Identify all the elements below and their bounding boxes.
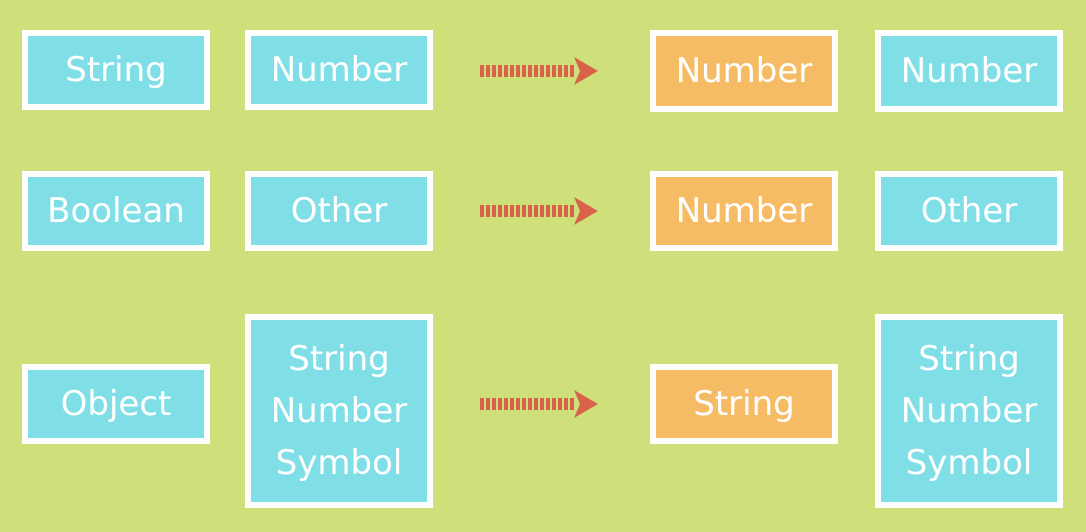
arrow-dash xyxy=(546,398,550,410)
arrow-dash xyxy=(510,398,514,410)
arrow-dash xyxy=(564,205,568,217)
arrow-dash xyxy=(486,398,490,410)
arrow-dash xyxy=(552,398,556,410)
arrow-dash xyxy=(552,205,556,217)
arrow-dash xyxy=(522,65,526,77)
arrow-dash xyxy=(516,398,520,410)
row2-right-b-label: Other xyxy=(920,191,1018,231)
row1-right-b-label: Number xyxy=(900,51,1038,91)
row1-arrow-icon xyxy=(480,57,598,85)
row3-right-b-line-2: Number xyxy=(900,391,1038,431)
row3-right-b-line-3: Symbol xyxy=(905,443,1033,483)
row2-arrow-icon xyxy=(480,197,598,225)
arrow-dash xyxy=(498,398,502,410)
arrow-dash xyxy=(522,205,526,217)
arrow-dash xyxy=(558,65,562,77)
arrow-dash xyxy=(534,205,538,217)
row1-left-b-box: Number xyxy=(245,30,433,110)
row1-right-a-label: Number xyxy=(675,51,813,91)
arrow-dash xyxy=(546,205,550,217)
arrow-dash xyxy=(516,205,520,217)
arrow-dash xyxy=(504,398,508,410)
arrow-dash xyxy=(504,205,508,217)
arrow-dash xyxy=(528,205,532,217)
arrow-dash xyxy=(510,205,514,217)
arrow-dash xyxy=(516,65,520,77)
arrow-dash xyxy=(534,65,538,77)
arrow-dash xyxy=(534,398,538,410)
arrow-dash xyxy=(528,65,532,77)
arrow-dash xyxy=(570,205,574,217)
row3-left-a-box: Object xyxy=(22,364,210,444)
arrow-dash xyxy=(540,398,544,410)
row1-left-a-label: String xyxy=(65,50,167,90)
arrow-dash xyxy=(558,205,562,217)
row2-left-b-box: Other xyxy=(245,171,433,251)
arrow-dash xyxy=(492,65,496,77)
row2-left-b-label: Other xyxy=(290,191,388,231)
arrow-dash xyxy=(564,398,568,410)
row3-right-a-box: String xyxy=(650,364,838,444)
row1-right-b-box: Number xyxy=(875,30,1063,112)
arrow-dash xyxy=(510,65,514,77)
row3-right-a-label: String xyxy=(693,384,795,424)
arrow-dash xyxy=(540,205,544,217)
arrow-dash xyxy=(522,398,526,410)
row3-arrow-icon xyxy=(480,390,598,418)
row1-right-a-box: Number xyxy=(650,30,838,112)
row1-left-b-label: Number xyxy=(270,50,408,90)
arrow-dash xyxy=(492,205,496,217)
row3-left-b-line-3: Symbol xyxy=(275,443,403,483)
arrow-dash xyxy=(486,205,490,217)
arrow-dash xyxy=(546,65,550,77)
arrow-dash xyxy=(570,65,574,77)
arrow-dash xyxy=(480,205,484,217)
row2-left-a-box: Boolean xyxy=(22,171,210,251)
row3-right-b-box: String Number Symbol xyxy=(875,314,1063,508)
row1-left-a-box: String xyxy=(22,30,210,110)
arrow-dash xyxy=(492,398,496,410)
row2-left-a-label: Boolean xyxy=(47,191,185,231)
arrow-dash xyxy=(498,205,502,217)
arrow-dash xyxy=(540,65,544,77)
arrow-dash xyxy=(504,65,508,77)
arrow-dash xyxy=(480,398,484,410)
arrow-dash xyxy=(480,65,484,77)
row3-right-b-line-1: String xyxy=(918,339,1020,379)
row3-left-b-box: String Number Symbol xyxy=(245,314,433,508)
row3-left-a-label: Object xyxy=(60,384,172,424)
arrow-dash xyxy=(552,65,556,77)
row3-left-b-line-1: String xyxy=(288,339,390,379)
arrow-dash xyxy=(570,398,574,410)
row3-left-b-line-2: Number xyxy=(270,391,408,431)
arrow-dash xyxy=(564,65,568,77)
row2-right-a-label: Number xyxy=(675,191,813,231)
arrow-dash xyxy=(528,398,532,410)
arrow-dash xyxy=(498,65,502,77)
arrow-dash xyxy=(558,398,562,410)
row2-right-b-box: Other xyxy=(875,171,1063,251)
row2-right-a-box: Number xyxy=(650,171,838,251)
arrow-dash xyxy=(486,65,490,77)
